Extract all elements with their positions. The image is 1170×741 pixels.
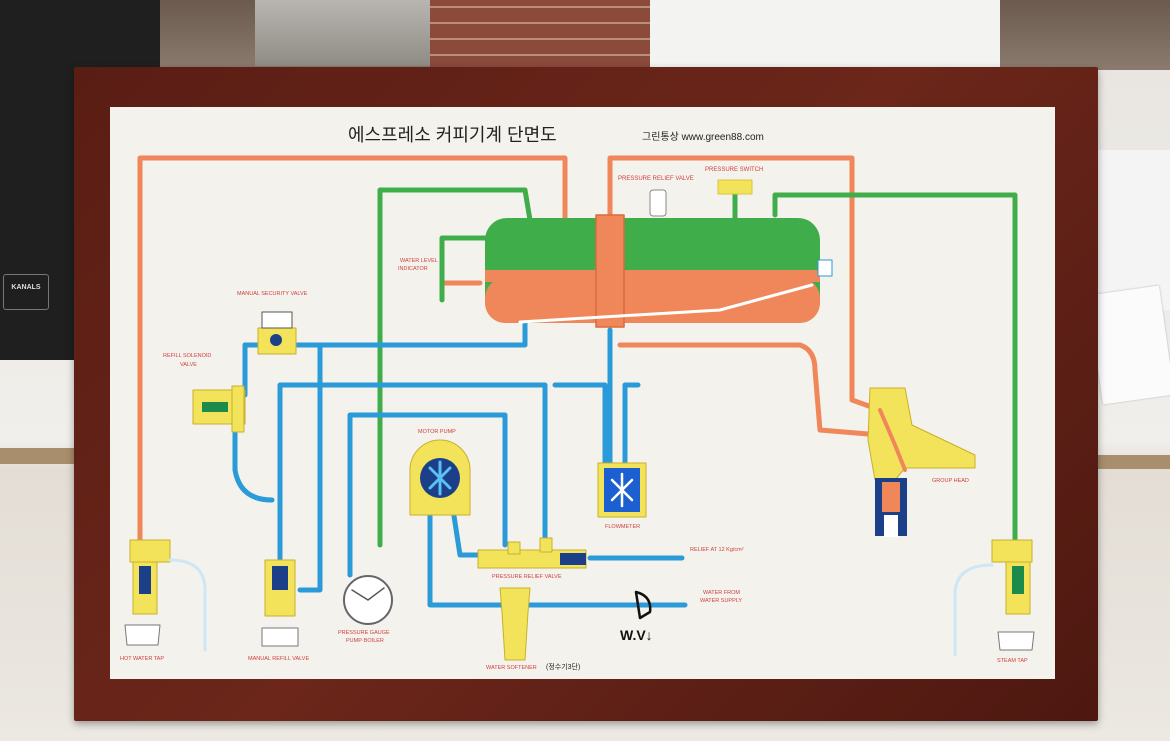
manual-security-valve <box>257 311 297 355</box>
label-water-from-1: WATER FROM <box>703 590 740 596</box>
diagram-brand: 그린통상 www.green88.com <box>642 131 764 143</box>
label-water-from-2: WATER SUPPLY <box>700 598 742 604</box>
label-pressure-gauge-2: PUMP·BOILER <box>346 638 384 644</box>
cold-water-line-mid <box>297 342 323 593</box>
diagram-title: 에스프레소 커피기계 단면도 <box>348 125 557 145</box>
label-water-softener-kr: (정수기3단) <box>546 662 580 671</box>
label-hot-water-tap: HOT WATER TAP <box>120 656 164 662</box>
refill-solenoid-valve <box>192 385 246 433</box>
hot-water-lines <box>137 155 883 548</box>
steam-line-right <box>772 192 1018 548</box>
handwritten-note: W.V↓ <box>620 627 653 643</box>
cold-water-line-flowmeter <box>552 382 641 468</box>
pressure-switch <box>717 179 753 195</box>
cold-water-line-refill <box>277 382 548 573</box>
label-manual-refill-valve: MANUAL REFILL VALVE <box>248 656 309 662</box>
cold-water-line-boiler-feed <box>242 317 528 348</box>
label-motor-pump: MOTOR PUMP <box>418 429 456 435</box>
background-printer <box>1097 150 1170 310</box>
background-coffee-machine <box>255 0 430 66</box>
water-level-indicator-pipe <box>439 235 488 303</box>
speaker-logo: KANALS <box>3 274 49 310</box>
hot-water-line-grouphead <box>617 342 883 438</box>
steam-lines <box>377 187 1018 548</box>
pressure-relief-valve-top <box>649 189 667 217</box>
steam-line-left <box>377 187 533 548</box>
label-manual-security-valve: MANUAL SECURITY VALVE <box>237 291 308 297</box>
steam-tap-assembly <box>953 539 1035 657</box>
label-water-level-2: INDICATOR <box>398 266 428 272</box>
background-counter-right <box>1095 455 1170 469</box>
cold-water-line-supply <box>427 477 688 608</box>
background-receipt <box>1087 285 1170 405</box>
label-water-level-1: WATER LEVEL <box>400 258 438 264</box>
pressure-gauge <box>343 575 393 625</box>
cold-water-line-solenoid <box>232 342 275 503</box>
label-group-head: GROUP HEAD <box>932 478 969 484</box>
diagram-poster: 에스프레소 커피기계 단면도 그린통상 www.green88.com PRES… <box>110 107 1055 679</box>
label-refill-solenoid-1: REFILL SOLENOID <box>163 353 211 359</box>
pressure-relief-valve-bottom <box>477 537 587 569</box>
cold-water-line-pump-loop <box>347 412 508 578</box>
flowmeter <box>597 462 647 518</box>
label-pressure-relief-valve-top: PRESSURE RELIEF VALVE <box>618 176 694 182</box>
background-brick-wall <box>430 0 670 70</box>
label-refill-solenoid-2: VALVE <box>180 362 197 368</box>
background-counter-left <box>0 448 75 464</box>
manual-refill-valve-assembly <box>261 559 299 647</box>
group-head <box>867 387 976 537</box>
label-pressure-gauge-1: PRESSURE GAUGE <box>338 630 390 636</box>
label-pressure-relief-valve-bottom: PRESSURE RELIEF VALVE <box>492 574 562 580</box>
water-softener <box>499 587 531 661</box>
background-monitor <box>650 0 1000 70</box>
label-flowmeter: FLOWMETER <box>605 524 640 530</box>
label-water-softener: WATER SOFTENER <box>486 665 537 671</box>
cold-water-lines <box>232 317 688 608</box>
label-relief-at: RELIEF AT 12 Kg/cm² <box>690 547 744 553</box>
label-pressure-switch: PRESSURE SWITCH <box>705 167 763 173</box>
boiler <box>485 214 833 328</box>
espresso-diagram: 에스프레소 커피기계 단면도 그린통상 www.green88.com PRES… <box>120 125 1035 671</box>
hot-water-tap-assembly <box>124 539 207 652</box>
label-steam-tap: STEAM TAP <box>997 658 1028 664</box>
motor-pump <box>409 439 471 516</box>
handwritten-mark <box>634 590 652 620</box>
hot-water-line-top <box>607 155 883 413</box>
